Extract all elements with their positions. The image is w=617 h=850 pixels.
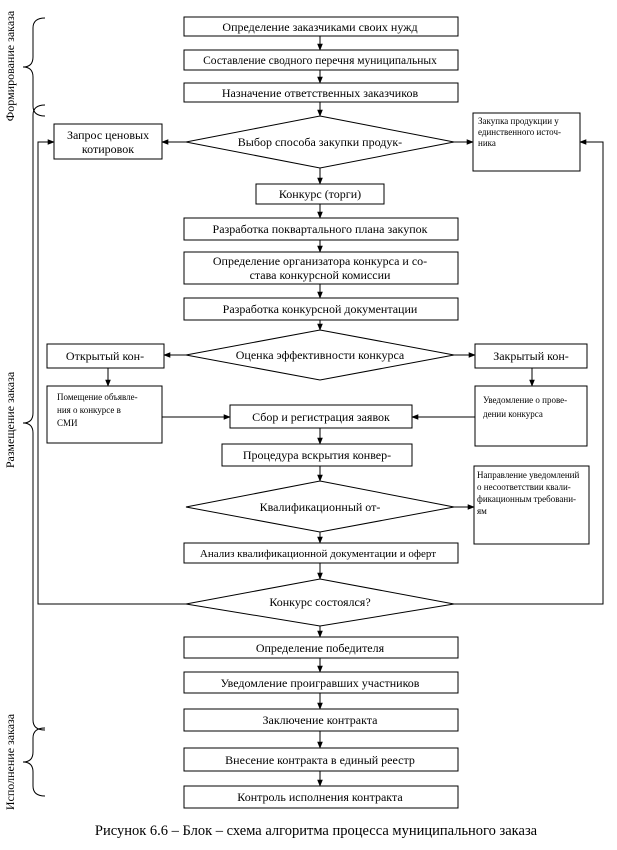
- box-losers: [183, 671, 459, 694]
- label-announce-2: ния о конкурсе в: [57, 405, 121, 415]
- box-opening: [221, 443, 413, 467]
- label-quarter-plan: Разработка поквартального плана закупок: [213, 222, 428, 236]
- box-announce: [46, 385, 163, 444]
- box-winner: [183, 636, 459, 659]
- label-held: Конкурс состоялся?: [269, 595, 370, 609]
- phase-label-execution: Исполнение заказа: [3, 713, 17, 810]
- box-docs: [183, 297, 459, 321]
- box-collect: [229, 404, 413, 429]
- label-quotes-1: Запрос ценовых: [67, 128, 149, 142]
- label-needs: Определение заказчиками своих нужд: [222, 20, 417, 34]
- labels: Определение заказчиками своих нужд Соста…: [57, 20, 579, 804]
- label-registry: Внесение контракта в единый реестр: [225, 753, 415, 767]
- box-registry: [183, 747, 459, 772]
- label-single-2: единственного источ-: [478, 127, 561, 137]
- label-mismatch-2: о несоответствии квали-: [477, 482, 571, 492]
- label-single-3: ника: [478, 138, 496, 148]
- box-conclusion: [183, 708, 459, 732]
- label-organizer-1: Определение организатора конкурса и со-: [213, 254, 427, 268]
- box-needs: [183, 16, 459, 37]
- label-collect: Сбор и регистрация заявок: [252, 410, 390, 424]
- label-organizer-2: става конкурсной комиссии: [250, 268, 391, 282]
- label-quotes-2: котировок: [82, 142, 134, 156]
- phase-brace-execution: [22, 727, 46, 797]
- label-contest: Конкурс (торги): [279, 187, 361, 201]
- label-losers: Уведомление проигравших участников: [221, 676, 420, 690]
- box-notify: [474, 385, 588, 447]
- label-control: Контроль исполнения контракта: [237, 790, 403, 804]
- label-notify-2: дении конкурса: [483, 409, 543, 419]
- label-docs: Разработка конкурсной документации: [223, 302, 418, 316]
- box-contest: [255, 183, 385, 205]
- label-mismatch-3: фикационным требовани-: [477, 494, 576, 504]
- label-announce-1: Помещение объявле-: [57, 392, 138, 402]
- decision-efficiency: [185, 329, 455, 381]
- shapes: [46, 16, 590, 809]
- label-single-1: Закупка продукции у: [478, 116, 559, 126]
- box-control: [183, 785, 459, 809]
- box-list: [183, 49, 459, 71]
- box-quotes: [53, 123, 163, 160]
- label-method: Выбор способа закупки продук-: [238, 135, 402, 149]
- box-responsible: [183, 82, 459, 103]
- label-qualification: Квалификационный от-: [260, 500, 381, 514]
- decision-held: [185, 578, 455, 627]
- label-mismatch-1: Направление уведомлений: [477, 470, 579, 480]
- label-conclusion: Заключение контракта: [263, 713, 379, 727]
- figure-caption: Рисунок 6.6 – Блок – схема алгоритма про…: [95, 823, 538, 839]
- label-analysis: Анализ квалификационной документации и о…: [200, 548, 436, 560]
- label-list: Составление сводного перечня муниципальн…: [203, 55, 437, 67]
- connectors: [37, 36, 604, 787]
- box-quarter-plan: [183, 217, 459, 241]
- label-efficiency: Оценка эффективности конкурса: [236, 348, 405, 362]
- decision-qualification: [185, 480, 455, 533]
- label-open: Открытый кон-: [66, 349, 144, 363]
- phase-label-forming: Формирование заказа: [3, 10, 17, 121]
- box-mismatch: [473, 465, 590, 545]
- box-single-source: [472, 112, 581, 172]
- label-opening: Процедура вскрытия конвер-: [243, 448, 391, 462]
- label-mismatch-4: ям: [477, 506, 487, 516]
- box-organizer: [183, 251, 459, 285]
- phase-label-placing: Размещение заказа: [3, 371, 17, 468]
- label-winner: Определение победителя: [256, 641, 385, 655]
- box-closed: [474, 343, 588, 369]
- label-announce-3: СМИ: [57, 418, 78, 428]
- label-responsible: Назначение ответственных заказчиков: [222, 86, 419, 100]
- label-notify-1: Уведомление о прове-: [483, 395, 567, 405]
- phase-brace-placing: [22, 104, 46, 731]
- phase-brace-forming: [22, 17, 46, 117]
- label-closed: Закрытый кон-: [493, 349, 569, 363]
- box-open: [46, 343, 165, 369]
- box-analysis: [183, 542, 459, 564]
- decision-method: [185, 115, 455, 169]
